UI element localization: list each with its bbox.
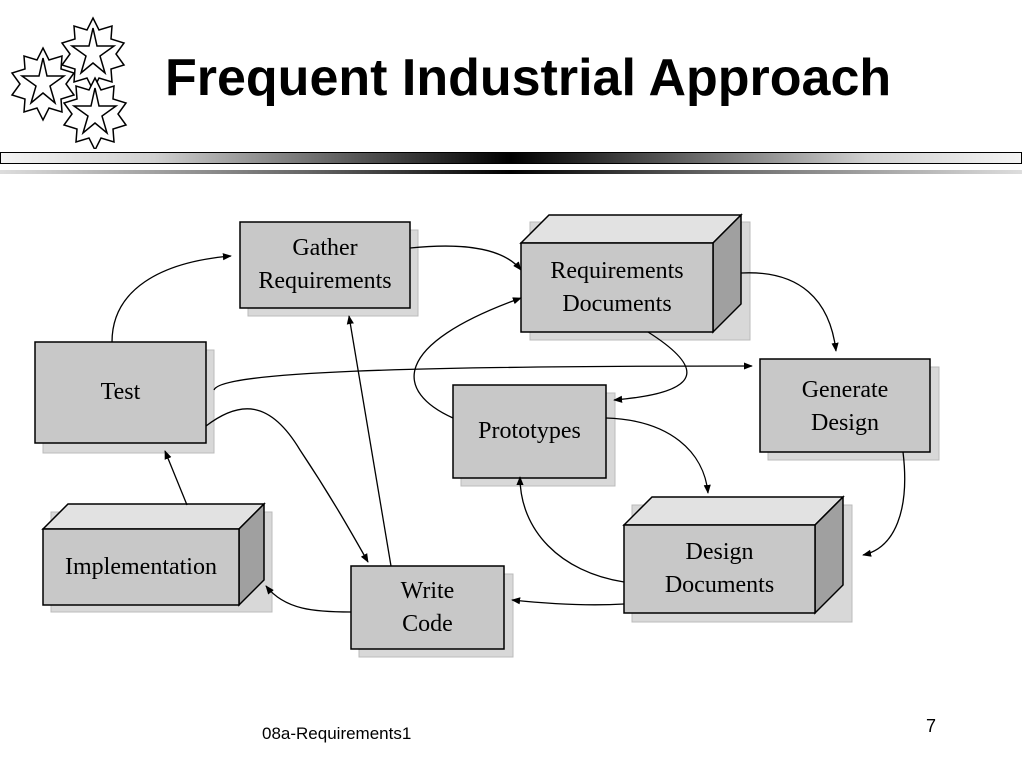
- arrow-reqdocs-to-generate: [740, 272, 839, 352]
- box-gather-requirements: [239, 221, 419, 317]
- stars-icon: [8, 14, 133, 154]
- arrow-test-to-generate: [213, 362, 753, 391]
- arrow-reqdocs-to-prototypes: [613, 331, 688, 403]
- page-number: 7: [926, 716, 937, 736]
- title-rule: [0, 152, 1022, 164]
- arrow-generate-to-designdocs: [862, 451, 906, 557]
- arrow-prototypes-to-reqdocs: [413, 297, 522, 419]
- box-implementation: [41, 502, 273, 613]
- arrow-designdocs-to-writecode: [511, 597, 625, 606]
- arrow-implementation-to-test: [164, 450, 188, 506]
- arrow-writecode-to-implementation: [265, 585, 352, 613]
- arrow-test-to-writecode: [205, 408, 369, 563]
- slide-title: Frequent Industrial Approach: [165, 49, 892, 107]
- box-requirements-documents: [519, 213, 751, 341]
- title-rule-thin: [0, 170, 1022, 174]
- box-design-documents: [622, 495, 853, 623]
- arrow-gather-to-reqdocs: [409, 245, 522, 271]
- arrow-writecode-to-gather: [346, 315, 392, 567]
- arrow-test-to-gather: [111, 253, 232, 343]
- box-write-code: [350, 565, 514, 658]
- arrow-designdocs-to-prototypes: [516, 476, 625, 583]
- box-test: [34, 341, 215, 454]
- arrow-prototypes-to-designdocs: [605, 417, 711, 494]
- box-prototypes: [452, 384, 616, 487]
- box-generate-design: [759, 358, 940, 461]
- slide-footer: 08a-Requirements1: [262, 724, 412, 743]
